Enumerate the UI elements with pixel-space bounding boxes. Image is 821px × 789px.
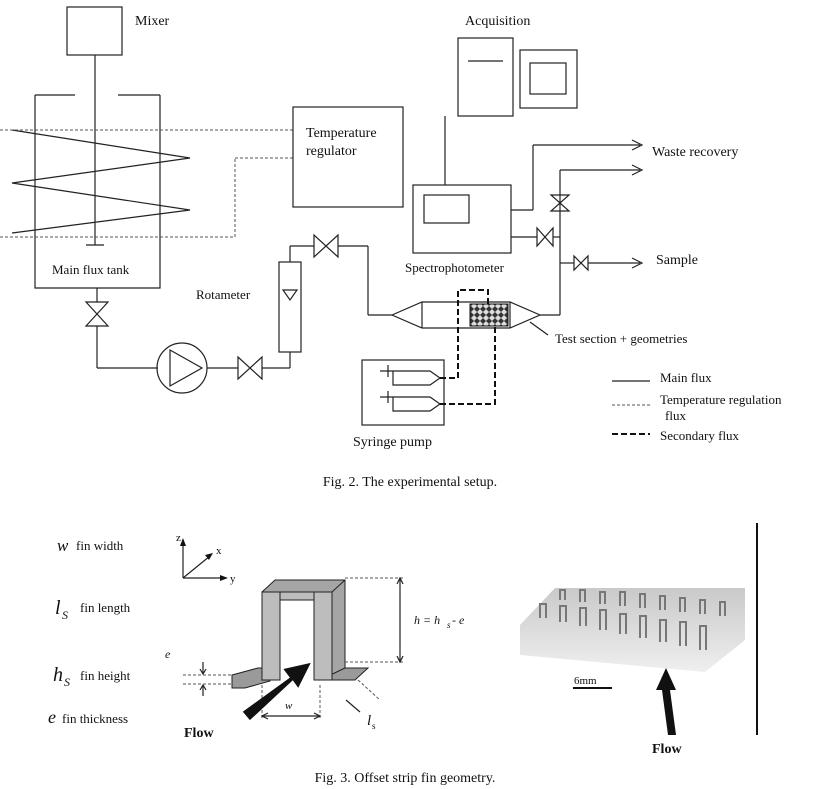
rotameter [278,261,302,353]
def-hs-symbol: h [53,664,63,686]
dim-w: w [285,700,293,712]
flow-arrow-left [242,662,311,721]
acquisition-unit [457,37,514,117]
sample-label: Sample [656,253,698,268]
test-section [390,301,542,329]
spectrophotometer [412,184,512,254]
pump [156,342,208,394]
acquisition-monitor [519,49,578,109]
pump-valve [237,355,263,381]
def-w-text: fin width [76,538,124,553]
experimental-setup-diagram: Mixer Main flux tank Temperature regulat… [0,6,782,490]
def-ls-sub: S [62,608,68,622]
dim-e: e [165,647,171,661]
spectrophotometer-label: Spectrophotometer [405,260,505,275]
legend: Main flux Temperature regulation flux Se… [612,370,782,443]
def-e-text: fin thickness [62,711,128,726]
sample-valve [573,254,589,272]
axis-z: z [176,532,181,544]
waste-valve [549,194,571,212]
legend-temp-flux: Temperature regulation [660,392,782,407]
def-ls-symbol: l [55,597,61,619]
legend-main-flux: Main flux [660,370,712,385]
rotameter-valve [313,233,339,259]
flow-arrow-right [656,668,676,735]
test-section-label: Test section + geometries [555,331,687,346]
legend-temp-flux-2: flux [665,408,686,423]
secondary-flux-line [440,289,489,379]
mixer-label: Mixer [135,14,170,29]
rotameter-label: Rotameter [196,287,251,302]
fin-drawing: h = h s - e e w l s Flow [165,576,465,741]
legend-secondary-flux: Secondary flux [660,428,740,443]
fin-photo: 6mm Flow [520,523,758,757]
acquisition-label: Acquisition [465,14,530,29]
symbol-definitions: w fin width l S fin length h S fin heigh… [48,536,131,727]
main-flux-tank [34,94,161,289]
temp-regulator-label-2: regulator [306,144,357,159]
flow-label-left: Flow [184,726,214,741]
fin-geometry-insert [469,303,509,327]
tank-valve [84,301,110,327]
mixer-box [66,6,123,56]
waste-recovery-label: Waste recovery [652,145,738,160]
spectrophotometer-screen [423,194,470,224]
axis-y: y [230,573,236,585]
main-tank-label: Main flux tank [52,262,130,277]
def-e-symbol: e [48,707,56,727]
axis-x: x [216,545,222,557]
temperature-regulator-box [292,106,404,208]
fin-geometry-figure: w fin width l S fin length h S fin heigh… [48,523,758,786]
dim-h: h = h [414,613,440,627]
coordinate-axes: z x y [176,532,236,585]
def-w-symbol: w [57,536,69,555]
def-hs-text: fin height [80,668,131,683]
spectro-valve [536,226,554,248]
dim-ls: l [367,713,371,729]
syringe-pump [361,359,445,426]
scale-label: 6mm [574,675,597,687]
dim-ls-sub: s [372,721,376,731]
def-ls-text: fin length [80,600,131,615]
fig2-caption: Fig. 2. The experimental setup. [323,475,497,490]
fig3-caption: Fig. 3. Offset strip fin geometry. [315,771,496,786]
dim-h-tail: - e [452,613,465,627]
syringe-pump-label: Syringe pump [353,435,432,450]
flow-label-right: Flow [652,742,682,757]
temp-regulator-label-1: Temperature [306,126,377,141]
dim-h-sub: s [447,620,451,630]
def-hs-sub: S [64,675,70,689]
